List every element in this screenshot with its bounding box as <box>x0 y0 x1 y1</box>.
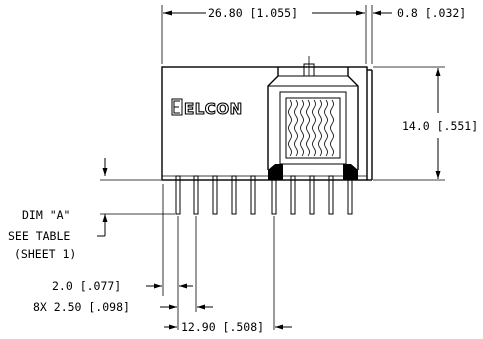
pin-offset-label: 2.0 [.077] <box>52 279 121 293</box>
pin-offset-dimension: 2.0 [.077] <box>52 279 193 293</box>
tab-width-label: 0.8 [.032] <box>397 6 466 20</box>
overall-width-dimension: 26.80 [1.055] <box>161 5 373 64</box>
note-line-2: SEE TABLE <box>8 229 70 243</box>
elcon-logo: ELCON <box>171 98 243 119</box>
pin-extension-lines <box>162 184 275 330</box>
height-dimension: 14.0 [.551] <box>373 66 478 181</box>
dim-a-reference: DIM "A" SEE TABLE (SHEET 1) <box>8 158 175 261</box>
pin-span-label: 12.90 [.508] <box>181 320 264 334</box>
pin-span-dimension: 12.90 [.508] <box>164 320 292 334</box>
logo-text: ELCON <box>184 100 243 118</box>
pin-row <box>175 175 353 215</box>
pin-pitch-dimension: 8X 2.50 [.098] <box>33 300 213 314</box>
jack-opening <box>267 56 359 180</box>
overall-width-label: 26.80 [1.055] <box>208 6 298 20</box>
note-line-1: DIM "A" <box>22 208 70 222</box>
note-line-3: (SHEET 1) <box>14 247 76 261</box>
height-label: 14.0 [.551] <box>402 119 478 133</box>
pin-pitch-label: 8X 2.50 [.098] <box>33 300 130 314</box>
tab-width-dimension: 0.8 [.032] <box>373 6 466 20</box>
